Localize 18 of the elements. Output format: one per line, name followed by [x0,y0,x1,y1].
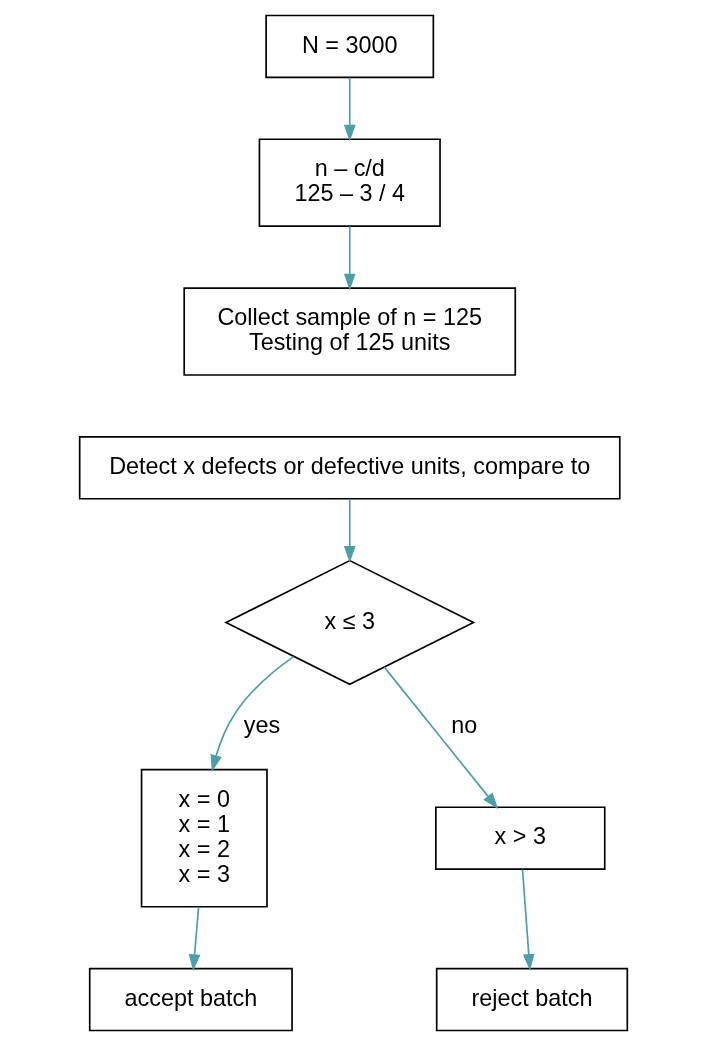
node-diamond: x ≤ 3 [223,559,475,686]
node-box: x > 3 [434,806,606,870]
arrow [521,868,535,971]
node-box: Detect x defects or defective units, compare to [78,436,621,500]
arrow [382,666,498,810]
arrow [343,76,356,142]
node-box: N = 3000 [264,14,434,79]
edge-label: yes [243,712,280,739]
arrow [188,906,200,972]
node-box: reject batch [435,967,628,1032]
arrow [343,225,356,291]
arrow [210,655,294,772]
node-box: Collect sample of n = 125 Testing of 125 units [182,287,516,376]
arrow [343,498,356,563]
edge-label: no [450,712,477,739]
node-box: accept batch [88,967,293,1032]
node-box: x = 0 x = 1 x = 2 x = 3 [140,768,268,908]
node-box: n – c/d 125 – 3 / 4 [258,138,441,228]
